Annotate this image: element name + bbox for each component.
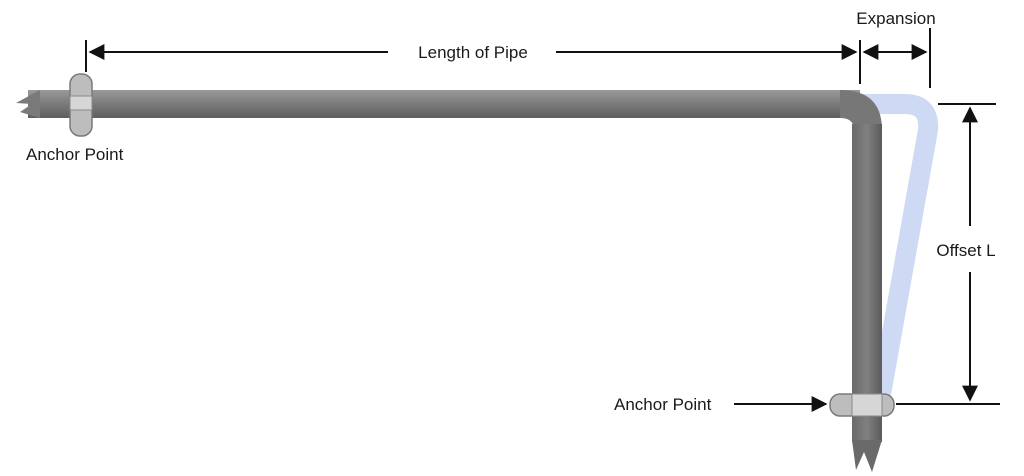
- anchor-left: [69, 73, 93, 137]
- offset-dimension: Offset L: [896, 103, 1000, 405]
- expansion-dimension: Expansion: [856, 9, 936, 88]
- anchor-point-label-left: Anchor Point: [26, 145, 124, 164]
- anchor-bottom: [829, 393, 895, 417]
- length-dimension: Length of Pipe: [85, 40, 861, 84]
- expansion-label: Expansion: [856, 9, 935, 28]
- pipe-vertical: [852, 124, 882, 442]
- pipe-horizontal: [28, 90, 860, 118]
- offset-l-label: Offset L: [936, 241, 995, 260]
- pipe-break-left: [16, 90, 40, 118]
- expanded-pipe-ghost: [840, 94, 939, 402]
- anchor-point-label-bottom: Anchor Point: [614, 395, 712, 414]
- length-of-pipe-label: Length of Pipe: [418, 43, 528, 62]
- pipe-elbow: [840, 90, 882, 130]
- pipe-break-bottom: [852, 440, 882, 472]
